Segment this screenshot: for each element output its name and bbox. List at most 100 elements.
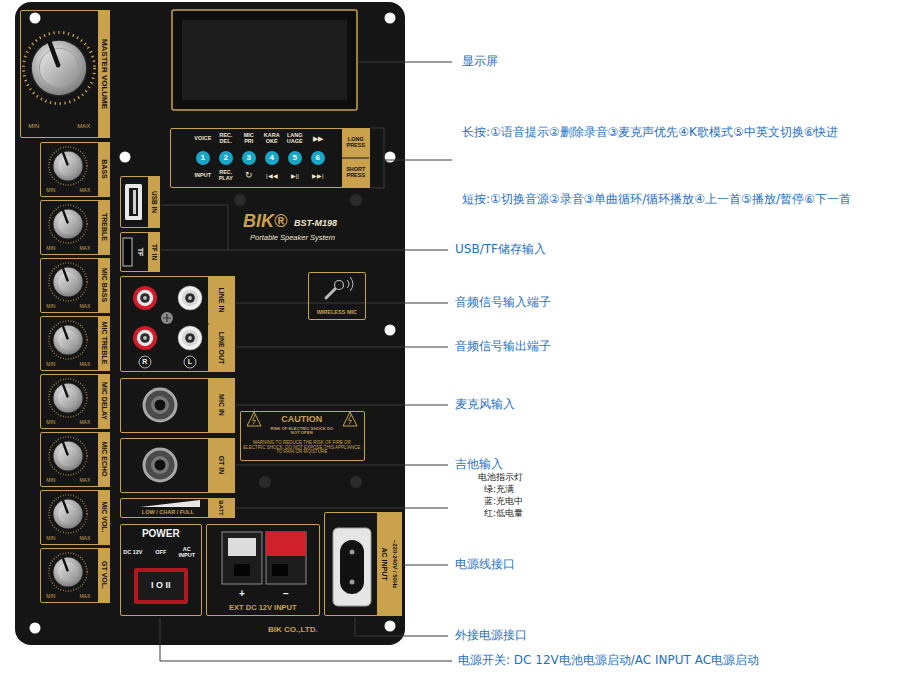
panel-text: MIC TREBLE	[100, 322, 107, 365]
panel-text: |◀◀	[266, 173, 278, 179]
knob	[49, 379, 87, 417]
panel-text: WIRELESS MIC	[317, 310, 357, 316]
panel-text: GT IN	[218, 455, 225, 474]
ac-input-panel: AC INPUT~220-240V / 50Hz	[324, 512, 402, 616]
dc-terminal	[272, 564, 288, 576]
rca-jacks	[178, 286, 202, 310]
panel-text: I O II	[151, 581, 171, 590]
panel-text: REC. PLAY	[216, 170, 236, 182]
panel-text: 3	[247, 154, 251, 162]
panel-text: MAX	[79, 304, 90, 309]
panel-text: POWER	[142, 529, 180, 540]
callout-text: 电源线接口	[455, 558, 515, 571]
leader-line	[161, 250, 448, 251]
knob-panel: MIC ECHOMINMAX	[40, 432, 110, 487]
wireless-mic-icon	[326, 277, 353, 298]
mount-hole	[120, 152, 131, 163]
panel-text: OFF	[155, 550, 166, 556]
phone-jack	[144, 449, 176, 481]
rocker-switch	[134, 568, 188, 604]
panel-text: MIN	[46, 478, 55, 483]
power-switch-panel: POWERDC 12VOFFAC INPUTI O II	[120, 524, 202, 616]
panel-text: LONG PRESS	[344, 137, 368, 149]
line-in-tab: LINE IN	[208, 276, 235, 324]
gold-strip	[342, 128, 370, 158]
gold-strip	[208, 438, 235, 493]
leader-line	[355, 617, 448, 636]
panel-text: GT VOL.	[100, 561, 107, 589]
battery-wedge	[140, 500, 200, 507]
gold-strip	[98, 490, 110, 545]
panel-text: VOICE	[194, 136, 211, 142]
panel-text: +	[239, 589, 245, 600]
leader-line	[236, 347, 448, 348]
battery-note: 红:低电量	[484, 509, 523, 519]
dc-terminal	[222, 532, 306, 584]
leader-line	[403, 565, 448, 566]
panel-text: SHORT PRESS	[344, 167, 368, 179]
ac-socket	[350, 550, 355, 555]
knob-panel: BASSMINMAX	[40, 142, 110, 197]
panel-text: CAUTION	[281, 415, 322, 424]
callout-text: 电源开关: DC 12V电池电源启动/AC INPUT AC电源启动	[458, 654, 759, 667]
panel-text: MIC PRI	[240, 133, 258, 145]
panel-text: ▶||	[291, 173, 299, 179]
panel-text: MIC VOL.	[100, 502, 107, 533]
panel-text: MIN	[28, 123, 39, 129]
panel-text: ↻	[245, 171, 253, 180]
phone-jack	[144, 389, 176, 421]
dc-terminal	[228, 538, 256, 556]
gold-strip	[342, 158, 370, 159]
gold-strip	[98, 374, 110, 429]
screw-boss	[350, 194, 362, 206]
warning-triangle	[349, 415, 352, 425]
rca-jacks	[133, 286, 157, 310]
callout-text: USB/TF储存输入	[455, 243, 546, 256]
panel-text: EXT DC 12V INPUT	[229, 604, 297, 612]
mount-hole	[385, 621, 396, 632]
panel-text: 1	[201, 154, 205, 162]
panel-text: LANG UAGE	[284, 133, 306, 145]
rca-jacks	[178, 326, 202, 350]
wireless-mic-icon	[326, 289, 335, 298]
gold-strip	[208, 498, 235, 518]
usb-port	[125, 184, 142, 220]
warning-triangle	[253, 415, 256, 425]
gold-strip	[208, 276, 235, 372]
usb-port-panel: USB IN	[120, 176, 160, 228]
knob-panel: TREBLEMINMAX	[40, 200, 110, 255]
line-out-tab: LINE OUT	[208, 324, 235, 372]
knob-panel: MIC TREBLEMINMAX	[40, 316, 110, 371]
panel-text: MIN	[46, 420, 55, 425]
panel-text: −	[283, 589, 289, 600]
panel-text: MIC BASS	[100, 268, 107, 302]
number-disc	[219, 151, 233, 165]
panel-text: RISK OF ELECTRIC SHOCK DO NOT OPEN	[266, 426, 338, 435]
leader-line	[236, 465, 448, 466]
display-window	[182, 20, 347, 100]
wireless-mic-badge: WIRELESS MIC	[308, 272, 366, 320]
panel-text: R	[142, 358, 147, 365]
leader-line	[161, 205, 228, 250]
callout-text: 音频信号输出端子	[455, 340, 551, 353]
panel-text: ~220-240V / 50Hz	[392, 540, 398, 589]
battery-note: 绿:充满	[484, 485, 514, 495]
caution-label: CAUTION RISK OF ELECTRIC SHOCK DO NOT OPE…	[240, 411, 365, 461]
panel-text: MIN	[46, 594, 55, 599]
leader-line	[236, 405, 448, 406]
rca-jacks	[161, 312, 173, 324]
panel-text: L	[188, 358, 192, 365]
number-disc	[288, 151, 302, 165]
wireless-mic-icon	[335, 281, 344, 290]
leader-line	[160, 62, 452, 661]
battery-note: 蓝:充电中	[484, 497, 523, 507]
panel-text: MAX	[79, 246, 90, 251]
panel-text: BASS	[100, 160, 107, 179]
ac-socket	[350, 580, 355, 585]
screw-boss	[259, 476, 271, 488]
panel-text: BATT	[218, 500, 224, 516]
warning-triangle	[247, 412, 261, 426]
panel-text: LINE IN	[217, 287, 224, 312]
gold-strip	[98, 548, 110, 603]
